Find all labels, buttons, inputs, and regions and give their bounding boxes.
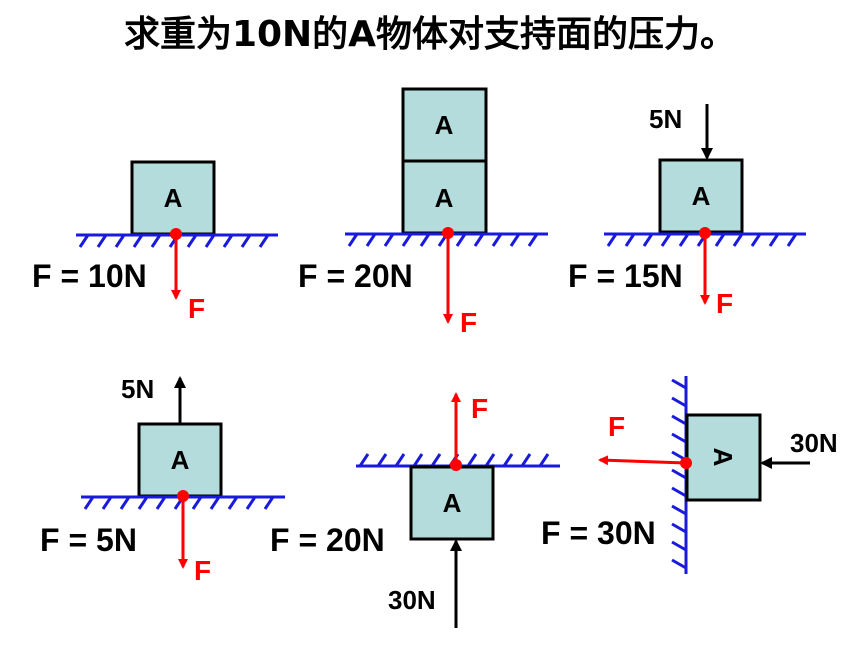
block-a-bottom	[401, 159, 488, 235]
result-equation: F = 30N	[541, 515, 656, 551]
force-label: F	[716, 288, 733, 319]
force-label: F	[194, 555, 211, 586]
force-label: F	[608, 411, 625, 442]
wall-surface	[671, 376, 688, 574]
block-a	[137, 422, 223, 498]
block-label: A	[443, 488, 462, 518]
block-a	[658, 158, 744, 234]
panel-3: A 5N F F = 15N	[568, 104, 806, 319]
page-title: 求重为10N的A物体对支持面的压力。	[124, 14, 736, 55]
result-equation: F = 5N	[40, 522, 137, 558]
block-label: A	[164, 183, 183, 213]
panel-5: A F 30N F = 20N	[270, 392, 560, 628]
contact-point	[442, 227, 454, 239]
panel-1: A F F = 10N	[32, 160, 278, 324]
block-label: A	[692, 181, 711, 211]
block-label: A	[435, 183, 454, 213]
contact-point	[450, 459, 462, 471]
contact-point	[170, 228, 182, 240]
contact-point	[177, 490, 189, 502]
panel-6: A 30N F F = 30N	[541, 376, 838, 574]
block-label: A	[708, 448, 738, 467]
contact-point	[680, 457, 692, 469]
applied-force-label: 30N	[790, 428, 838, 458]
result-equation: F = 20N	[270, 522, 385, 558]
applied-force-label: 5N	[121, 374, 154, 404]
applied-force-label: 30N	[388, 585, 436, 615]
ceiling-surface	[356, 453, 560, 468]
applied-force-label: 5N	[649, 104, 682, 134]
contact-point	[699, 227, 711, 239]
pressure-arrow	[598, 455, 687, 466]
block-a	[409, 465, 495, 541]
panel-4: A 5N F F = 5N	[40, 374, 285, 586]
result-equation: F = 20N	[298, 258, 413, 294]
force-label: F	[188, 293, 205, 324]
block-label: A	[435, 110, 454, 140]
panel-2: A A F F = 20N	[298, 87, 548, 338]
block-label: A	[171, 445, 190, 475]
force-label: F	[460, 307, 477, 338]
result-equation: F = 15N	[568, 258, 683, 294]
result-equation: F = 10N	[32, 258, 147, 294]
force-label: F	[471, 393, 488, 424]
